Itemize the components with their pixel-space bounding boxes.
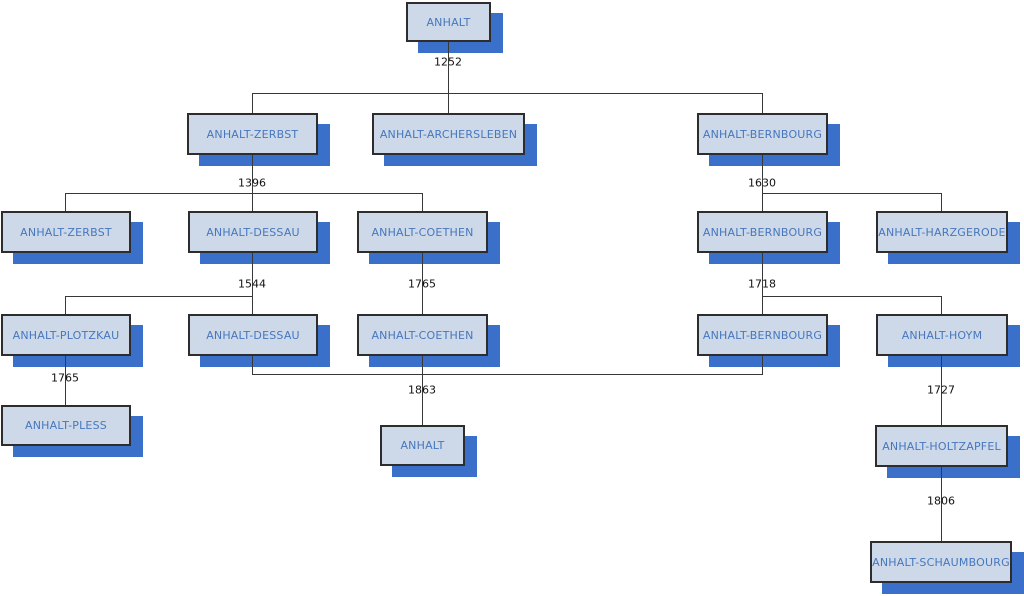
connector-line-vertical	[65, 193, 66, 211]
connector-line-vertical	[422, 253, 423, 314]
connector-line-horizontal	[252, 93, 763, 94]
tree-node-anhalt-final[interactable]: ANHALT	[380, 425, 465, 466]
node-label: ANHALT-HOYM	[901, 328, 983, 342]
tree-node-anhalt-root[interactable]: ANHALT	[406, 2, 491, 42]
connector-line-vertical	[762, 155, 763, 211]
node-label: ANHALT-SCHAUMBOURG	[872, 555, 1010, 569]
node-label: ANHALT-ZERBST	[20, 225, 112, 239]
tree-node-anhalt-holtzapfel[interactable]: ANHALT-HOLTZAPFEL	[875, 425, 1008, 467]
node-label: ANHALT-ZERBST	[206, 127, 299, 141]
connector-line-horizontal	[762, 193, 942, 194]
year-label: 1544	[238, 277, 266, 291]
connector-line-vertical	[422, 193, 423, 211]
node-label: ANHALT-BERNBOURG	[702, 328, 823, 342]
year-label: 1718	[748, 277, 776, 291]
year-label: 1765	[408, 277, 436, 291]
node-label: ANHALT	[426, 15, 471, 29]
connector-line-horizontal	[65, 193, 423, 194]
connector-line-vertical	[941, 356, 942, 425]
connector-line-vertical	[252, 253, 253, 314]
node-label: ANHALT-BERNBOURG	[702, 127, 823, 141]
connector-line-horizontal	[65, 296, 253, 297]
connector-line-vertical	[422, 356, 423, 425]
connector-line-vertical	[252, 93, 253, 113]
connector-line-vertical	[762, 93, 763, 113]
tree-node-anhalt-pless[interactable]: ANHALT-PLESS	[1, 405, 131, 446]
connector-line-vertical	[941, 296, 942, 314]
node-label: ANHALT	[400, 439, 445, 452]
node-label: ANHALT-COETHEN	[371, 225, 474, 239]
year-label: 1727	[927, 383, 955, 397]
node-label: ANHALT-PLOTZKAU	[12, 328, 120, 342]
tree-node-anhalt-zerbst-2[interactable]: ANHALT-ZERBST	[1, 211, 131, 253]
tree-node-anhalt-dessau-2[interactable]: ANHALT-DESSAU	[188, 314, 318, 356]
tree-node-anhalt-archersleben[interactable]: ANHALT-ARCHERSLEBEN	[372, 113, 525, 155]
tree-node-anhalt-harzgerode[interactable]: ANHALT-HARZGERODE	[876, 211, 1008, 253]
tree-node-anhalt-dessau-1[interactable]: ANHALT-DESSAU	[188, 211, 318, 253]
node-label: ANHALT-PLESS	[25, 419, 107, 432]
connector-line-vertical	[762, 253, 763, 314]
tree-node-anhalt-coethen-1[interactable]: ANHALT-COETHEN	[357, 211, 488, 253]
year-label: 1630	[748, 176, 776, 190]
node-label: ANHALT-HARZGERODE	[878, 225, 1006, 239]
connector-line-horizontal	[762, 296, 942, 297]
connector-line-vertical	[252, 155, 253, 211]
connector-line-horizontal	[252, 374, 763, 375]
year-label: 1252	[434, 55, 462, 69]
node-label: ANHALT-COETHEN	[371, 328, 474, 342]
year-label: 1765	[51, 371, 79, 385]
node-label: ANHALT-HOLTZAPFEL	[882, 439, 1001, 453]
connector-line-vertical	[65, 356, 66, 405]
connector-line-vertical	[941, 193, 942, 211]
tree-node-anhalt-coethen-2[interactable]: ANHALT-COETHEN	[357, 314, 488, 356]
tree-node-anhalt-plotzkau[interactable]: ANHALT-PLOTZKAU	[1, 314, 131, 356]
tree-node-anhalt-hoym[interactable]: ANHALT-HOYM	[876, 314, 1008, 356]
node-label: ANHALT-DESSAU	[206, 225, 300, 239]
tree-node-anhalt-bernbourg-1[interactable]: ANHALT-BERNBOURG	[697, 113, 828, 155]
year-label: 1396	[238, 176, 266, 190]
connector-line-vertical	[252, 356, 253, 374]
year-label: 1863	[408, 383, 436, 397]
year-label: 1806	[927, 494, 955, 508]
connector-line-vertical	[941, 467, 942, 541]
connector-line-vertical	[762, 356, 763, 374]
tree-node-anhalt-bernbourg-3[interactable]: ANHALT-BERNBOURG	[697, 314, 828, 356]
node-label: ANHALT-ARCHERSLEBEN	[379, 127, 518, 141]
tree-node-anhalt-bernbourg-2[interactable]: ANHALT-BERNBOURG	[697, 211, 828, 253]
node-label: ANHALT-BERNBOURG	[702, 225, 823, 239]
tree-node-anhalt-schaumbourg[interactable]: ANHALT-SCHAUMBOURG	[870, 541, 1012, 583]
connector-line-vertical	[448, 42, 449, 113]
tree-node-anhalt-zerbst-1[interactable]: ANHALT-ZERBST	[187, 113, 318, 155]
node-label: ANHALT-DESSAU	[206, 328, 300, 342]
connector-line-vertical	[65, 296, 66, 314]
